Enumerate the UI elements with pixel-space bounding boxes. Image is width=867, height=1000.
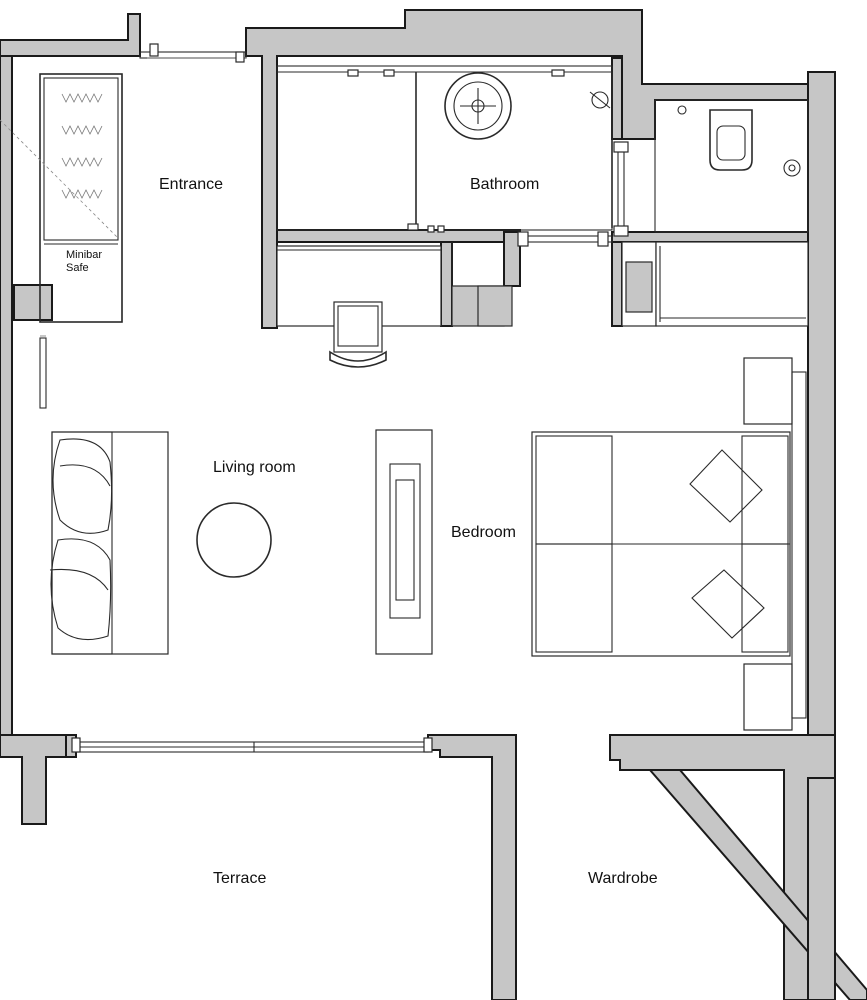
wall-right-outer (807, 71, 836, 741)
room-label-living-room: Living room (213, 459, 296, 476)
terrace-door (71, 737, 433, 753)
pillow-icon (689, 449, 763, 523)
desk-area (276, 241, 809, 368)
room-label-bedroom: Bedroom (451, 524, 516, 541)
nightstand-bottom (743, 663, 793, 731)
walls (0, 9, 867, 1000)
wall-entrance-post (13, 284, 53, 321)
bathtub-icon (444, 72, 512, 140)
wall-wardrobe-top (609, 734, 836, 1000)
wall-left-outer (0, 13, 141, 57)
wall-closet-left (611, 241, 623, 327)
chair-back-icon (329, 350, 387, 368)
minibar-label: Minibar (66, 249, 102, 261)
room-label-entrance: Entrance (159, 176, 223, 193)
wall-wardrobe-right (807, 777, 836, 1000)
living-room-furniture (39, 335, 433, 655)
safe-label: Safe (66, 262, 89, 274)
coffee-table (196, 502, 272, 578)
tv-console (375, 429, 433, 655)
wall-bath-inner-top (611, 57, 623, 140)
floor-drain-icon (783, 159, 801, 177)
shower-icon (591, 91, 609, 109)
nightstand-top (743, 357, 793, 425)
room-label-wardrobe: Wardrobe (588, 870, 658, 887)
wall-left-lower (0, 734, 77, 825)
wall-bath-bottom-left (276, 229, 521, 243)
sofa-cushion-icon (52, 438, 113, 534)
closet (655, 241, 809, 327)
room-label-terrace: Terrace (213, 870, 266, 887)
toilet-icon (709, 109, 753, 171)
desk-chair (333, 301, 383, 353)
room-label-bathroom: Bathroom (470, 176, 539, 193)
bedroom-furniture (531, 357, 807, 731)
wall-desk-back (440, 241, 453, 327)
bathroom-fixtures (276, 65, 809, 247)
wall-bath-notch (503, 231, 521, 287)
entrance-fixtures: Minibar Safe (0, 43, 247, 323)
wall-left-column (0, 55, 13, 746)
wall-wc-bottom (611, 231, 809, 243)
room-labels: Entrance Bathroom Living room Bedroom Te… (159, 176, 658, 887)
wall-terrace-middle (427, 734, 517, 1000)
